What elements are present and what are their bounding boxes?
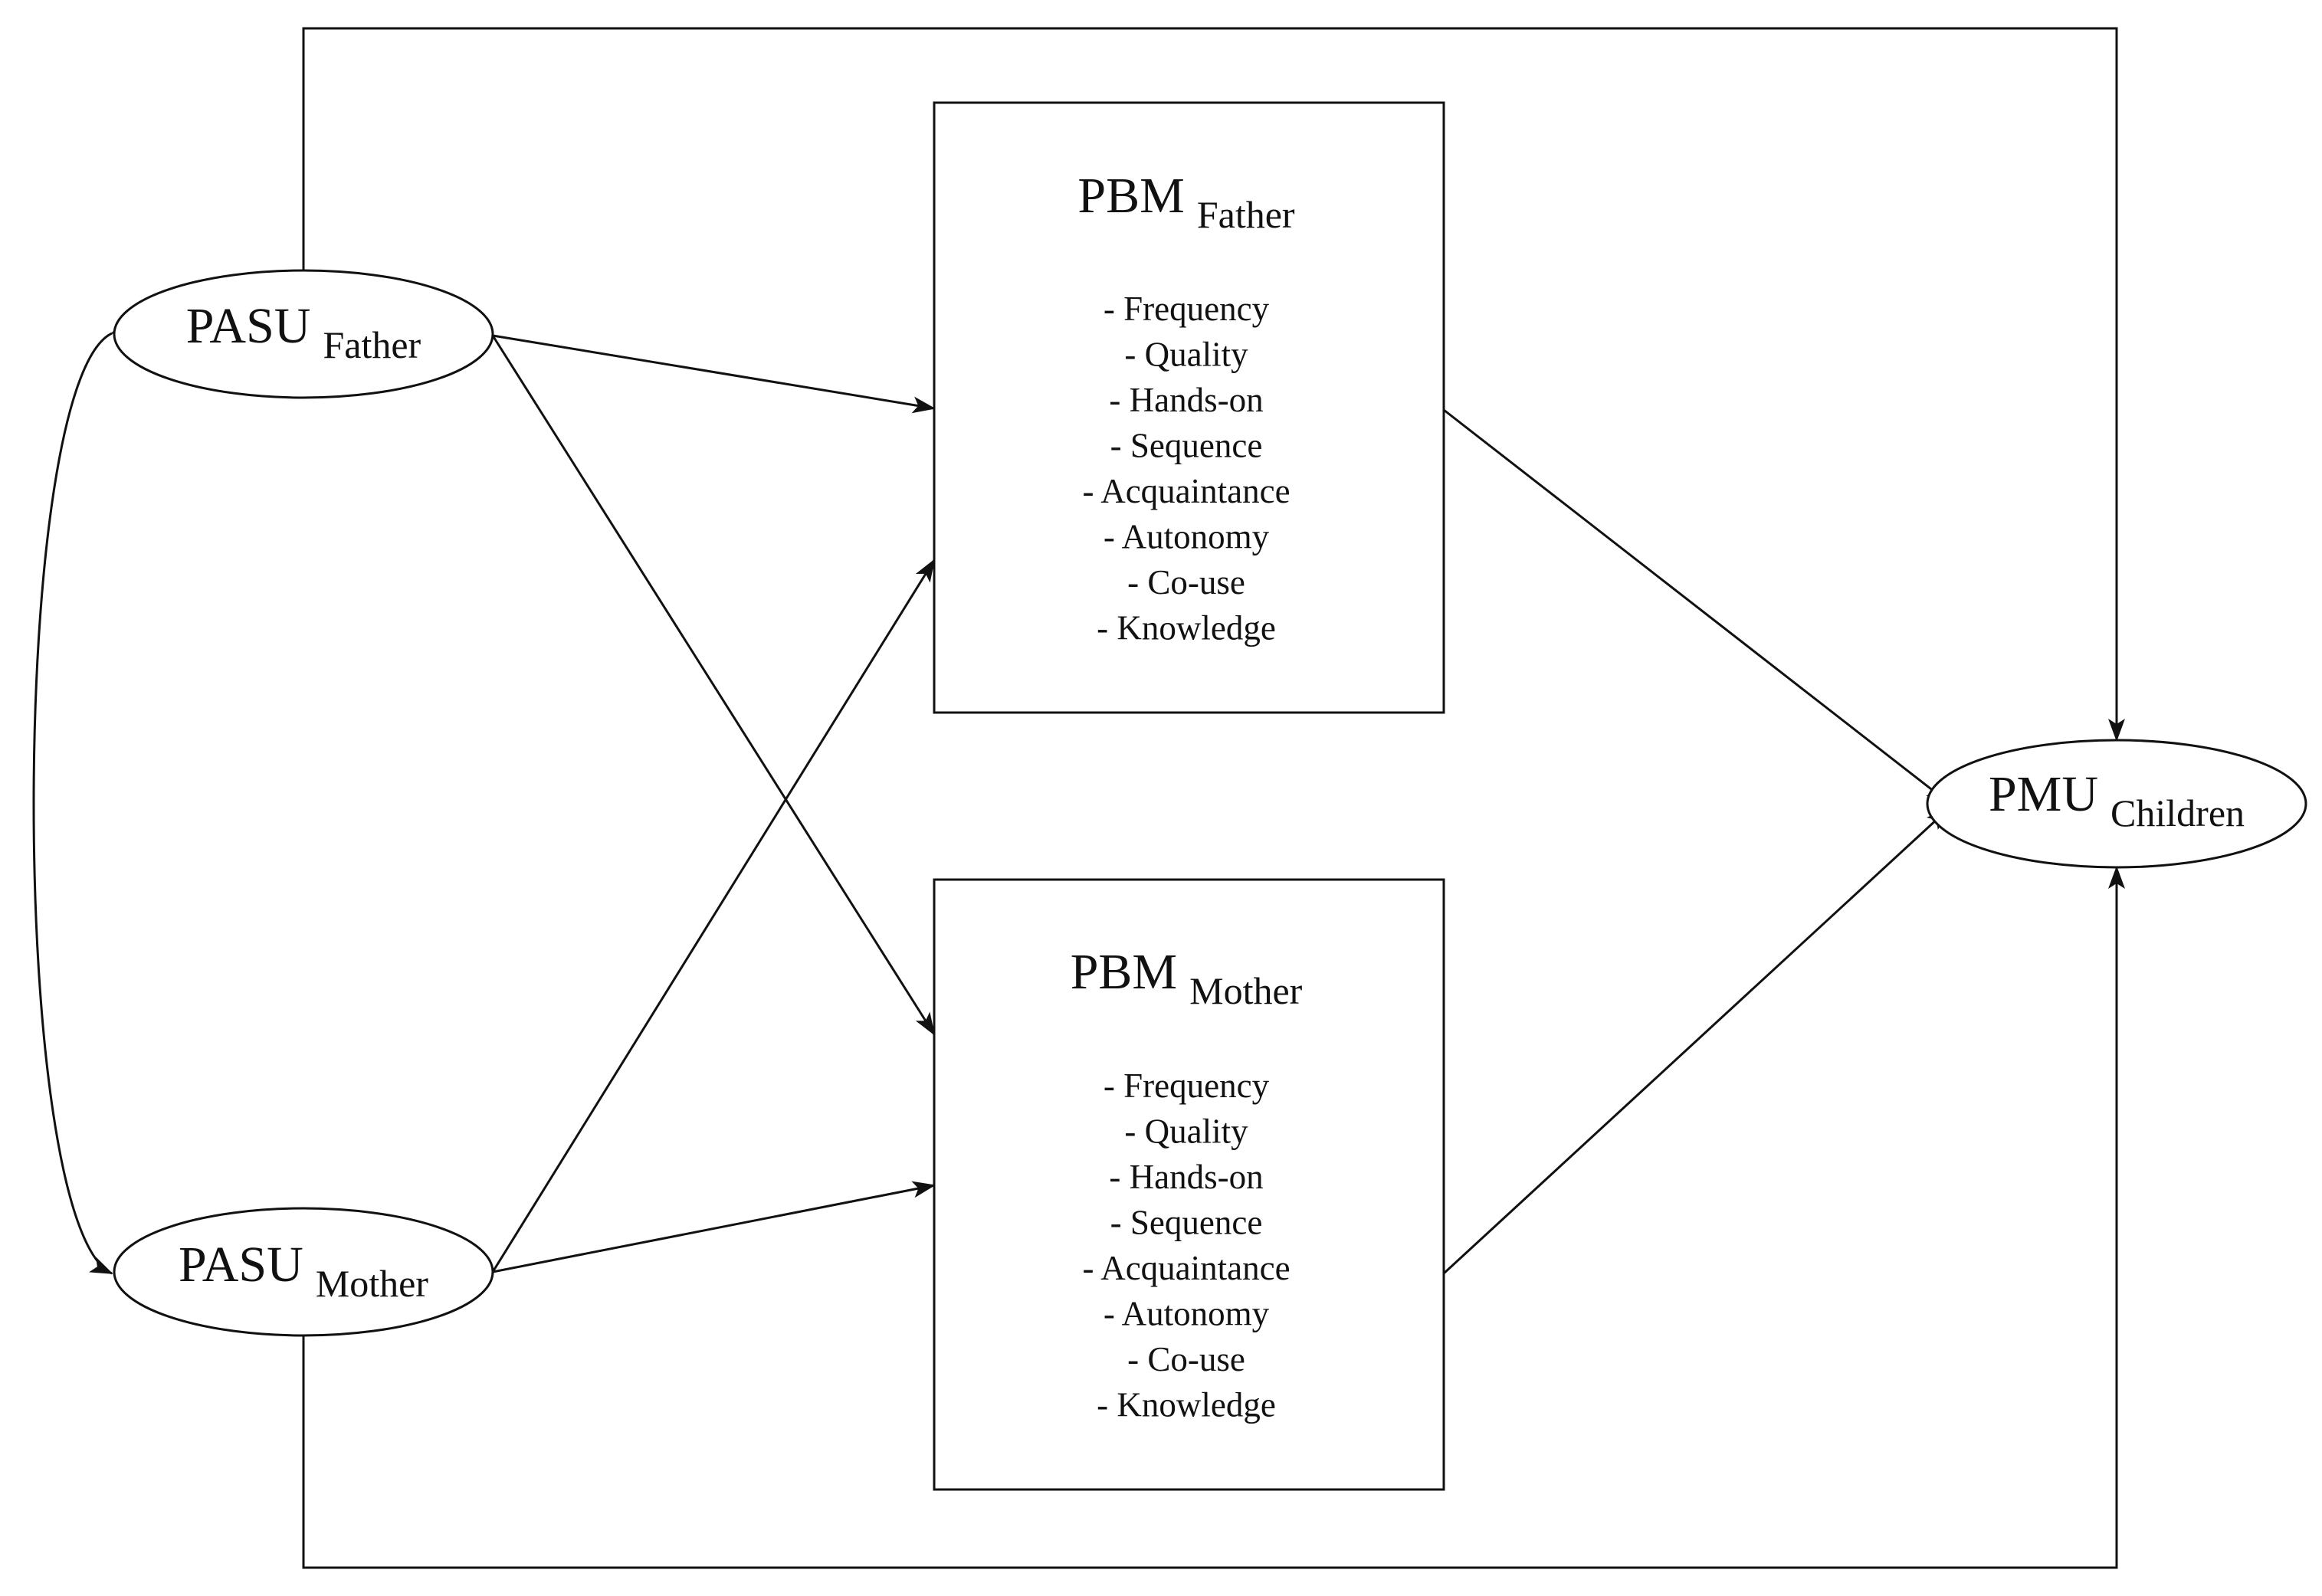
node-pasu-mother: PASU Mother <box>113 1207 494 1337</box>
node-pasu-father: PASU Father <box>113 269 494 399</box>
svg-text:PBM Mother: PBM Mother <box>1071 944 1303 1012</box>
edge-pasu-father-to-pbm-father <box>492 334 936 414</box>
edge-pbm-father-to-pmu-children <box>1443 408 1950 804</box>
pbm-mother-main-label: PBM <box>1071 944 1177 1000</box>
pbm-father-item: - Quality <box>1124 336 1248 374</box>
node-pbm-father: PBM Father - Frequency - Quality - Hands-o… <box>933 101 1445 714</box>
pasu-mother-sub-label: Mother <box>316 1262 429 1305</box>
pbm-father-main-label: PBM <box>1077 168 1184 224</box>
edge-pasu-father-pasu-mother-correlation <box>32 316 135 1275</box>
pbm-mother-item: - Autonomy <box>1104 1295 1270 1333</box>
pmu-children-sub-label: Children <box>2110 791 2245 834</box>
node-pbm-mother: PBM Mother - Frequency - Quality - Hands-o… <box>933 878 1445 1491</box>
pmu-children-main-label: PMU <box>1989 766 2098 822</box>
pasu-father-sub-label: Father <box>323 323 421 366</box>
pasu-mother-ellipse <box>113 1207 494 1337</box>
edge-pbm-mother-to-pmu-children <box>1442 808 1950 1275</box>
pbm-father-item: - Acquaintance <box>1082 472 1290 510</box>
pbm-father-item: - Frequency <box>1104 290 1270 328</box>
edge-pasu-mother-to-pbm-father <box>491 559 936 1273</box>
pbm-father-box <box>933 101 1445 714</box>
pbm-father-item: - Hands-on <box>1109 381 1263 419</box>
pbm-mother-items: - Frequency - Quality - Hands-on - Sequence… <box>1082 1067 1290 1424</box>
pbm-father-item: - Sequence <box>1110 427 1263 465</box>
pasu-father-ellipse <box>113 269 494 399</box>
edge-pasu-mother-to-pmu-children <box>302 866 2125 1569</box>
edge-pasu-father-to-pmu-children <box>302 27 2125 742</box>
pmu-children-ellipse <box>1926 739 2307 869</box>
pbm-father-item: - Autonomy <box>1104 518 1270 556</box>
pbm-father-item: - Co-use <box>1127 563 1245 601</box>
edges <box>32 27 2125 1569</box>
pbm-father-item: - Knowledge <box>1097 609 1276 647</box>
pasu-mother-main-label: PASU <box>179 1237 303 1293</box>
svg-text:PMU Children: PMU Children <box>1989 766 2245 834</box>
pbm-mother-item: - Hands-on <box>1109 1158 1263 1196</box>
edge-pasu-mother-to-pbm-mother <box>492 1181 936 1273</box>
pbm-mother-item: - Quality <box>1124 1113 1248 1151</box>
pbm-father-sub-label: Father <box>1197 193 1295 236</box>
pbm-mother-item: - Knowledge <box>1097 1386 1276 1424</box>
pbm-mother-item: - Sequence <box>1110 1204 1263 1242</box>
pbm-mother-item: - Co-use <box>1127 1340 1245 1378</box>
svg-text:PASU Father: PASU Father <box>186 298 421 366</box>
pbm-mother-item: - Acquaintance <box>1082 1249 1290 1287</box>
svg-text:PASU Mother: PASU Mother <box>179 1237 428 1305</box>
pbm-mother-item: - Frequency <box>1104 1067 1270 1105</box>
pbm-father-items: - Frequency - Quality - Hands-on - Sequence… <box>1082 290 1290 647</box>
pbm-mother-box <box>933 878 1445 1491</box>
pbm-mother-sub-label: Mother <box>1189 969 1303 1012</box>
edge-pasu-father-to-pbm-mother <box>491 335 936 1036</box>
svg-text:PBM Father: PBM Father <box>1077 168 1295 236</box>
pasu-father-main-label: PASU <box>186 298 311 354</box>
node-pmu-children: PMU Children <box>1926 739 2307 869</box>
